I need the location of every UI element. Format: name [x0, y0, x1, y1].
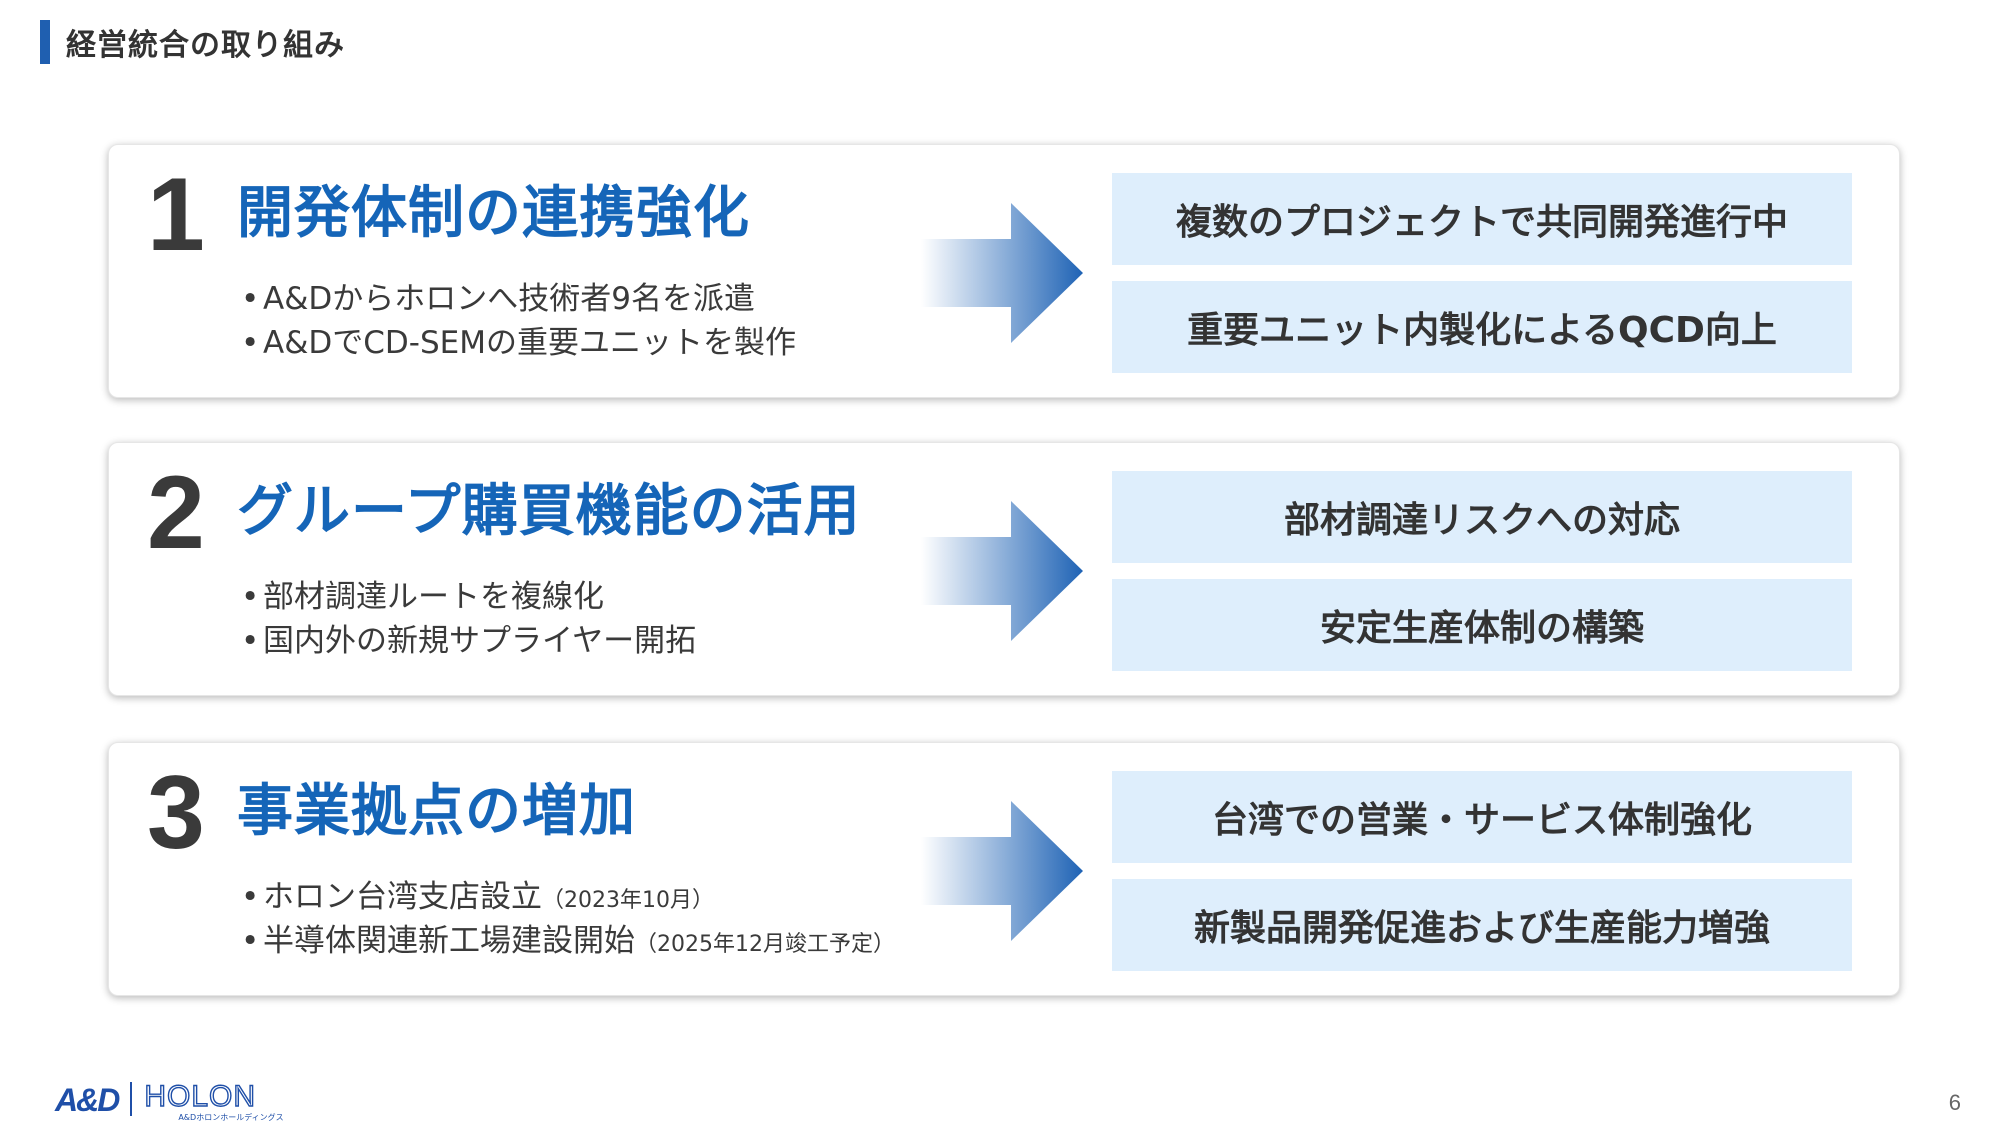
- bullet-dot: •: [241, 623, 260, 659]
- bullet-text: 半導体関連新工場建設開始: [263, 923, 635, 959]
- bullet-item: •ホロン台湾支店設立（2023年10月）: [241, 877, 895, 921]
- bullet-item: •部材調達ルートを複線化: [241, 577, 696, 621]
- bullet-list: •部材調達ルートを複線化 •国内外の新規サプライヤー開拓: [241, 577, 696, 665]
- page-header: 経営統合の取り組み: [40, 20, 345, 64]
- right-arrow-icon: [921, 203, 1083, 343]
- section-card-1: 1 開発体制の連携強化 •A&Dからホロンへ技術者9名を派遣 •A&DでCD-S…: [108, 144, 1900, 398]
- results-column: 複数のプロジェクトで共同開発進行中 重要ユニット内製化によるQCD向上: [1112, 173, 1852, 389]
- bullet-dot: •: [241, 281, 260, 317]
- result-box: 重要ユニット内製化によるQCD向上: [1112, 281, 1852, 373]
- bullet-dot: •: [241, 923, 260, 959]
- bullet-list: •ホロン台湾支店設立（2023年10月） •半導体関連新工場建設開始（2025年…: [241, 877, 895, 965]
- section-title: グループ購買機能の活用: [237, 479, 861, 544]
- bullet-item: •半導体関連新工場建設開始（2025年12月竣工予定）: [241, 921, 895, 965]
- logo-separator: [130, 1082, 133, 1116]
- bullet-list: •A&Dからホロンへ技術者9名を派遣 •A&DでCD-SEMの重要ユニットを製作: [241, 279, 796, 367]
- result-box: 台湾での営業・サービス体制強化: [1112, 771, 1852, 863]
- results-column: 台湾での営業・サービス体制強化 新製品開発促進および生産能力増強: [1112, 771, 1852, 987]
- company-logo: A&D HOLON A&Dホロンホールディングス: [55, 1080, 284, 1123]
- section-title: 事業拠点の増加: [237, 779, 636, 844]
- bullet-text: 部材調達ルートを複線化: [263, 579, 604, 615]
- bullet-item: •国内外の新規サプライヤー開拓: [241, 621, 696, 665]
- logo-subtitle: A&Dホロンホールディングス: [178, 1113, 284, 1122]
- logo-and: A&D: [55, 1082, 120, 1118]
- result-box: 新製品開発促進および生産能力増強: [1112, 879, 1852, 971]
- section-number: 1: [147, 157, 205, 273]
- results-column: 部材調達リスクへの対応 安定生産体制の構築: [1112, 471, 1852, 687]
- logo-holon: HOLON: [144, 1080, 257, 1113]
- result-box: 安定生産体制の構築: [1112, 579, 1852, 671]
- right-arrow-icon: [921, 801, 1083, 941]
- section-title: 開発体制の連携強化: [237, 181, 750, 246]
- bullet-dot: •: [241, 579, 260, 615]
- page-number: 6: [1948, 1090, 1961, 1115]
- logo-holon-group: HOLON A&Dホロンホールディングス: [144, 1080, 284, 1123]
- bullet-text: A&Dからホロンへ技術者9名を派遣: [263, 281, 755, 317]
- bullet-note: （2025年12月竣工予定）: [635, 932, 895, 957]
- section-card-2: 2 グループ購買機能の活用 •部材調達ルートを複線化 •国内外の新規サプライヤー…: [108, 442, 1900, 696]
- section-number: 2: [147, 455, 205, 571]
- bullet-text: A&DでCD-SEMの重要ユニットを製作: [263, 325, 796, 361]
- page-title: 経営統合の取り組み: [66, 28, 345, 63]
- bullet-dot: •: [241, 325, 260, 361]
- bullet-text: ホロン台湾支店設立: [263, 879, 542, 915]
- section-card-3: 3 事業拠点の増加 •ホロン台湾支店設立（2023年10月） •半導体関連新工場…: [108, 742, 1900, 996]
- section-number: 3: [147, 755, 205, 871]
- header-accent-bar: [40, 20, 50, 64]
- result-box: 複数のプロジェクトで共同開発進行中: [1112, 173, 1852, 265]
- bullet-item: •A&DでCD-SEMの重要ユニットを製作: [241, 323, 796, 367]
- bullet-text: 国内外の新規サプライヤー開拓: [263, 623, 697, 659]
- result-box: 部材調達リスクへの対応: [1112, 471, 1852, 563]
- bullet-note: （2023年10月）: [542, 888, 714, 913]
- bullet-item: •A&Dからホロンへ技術者9名を派遣: [241, 279, 796, 323]
- right-arrow-icon: [921, 501, 1083, 641]
- bullet-dot: •: [241, 879, 260, 915]
